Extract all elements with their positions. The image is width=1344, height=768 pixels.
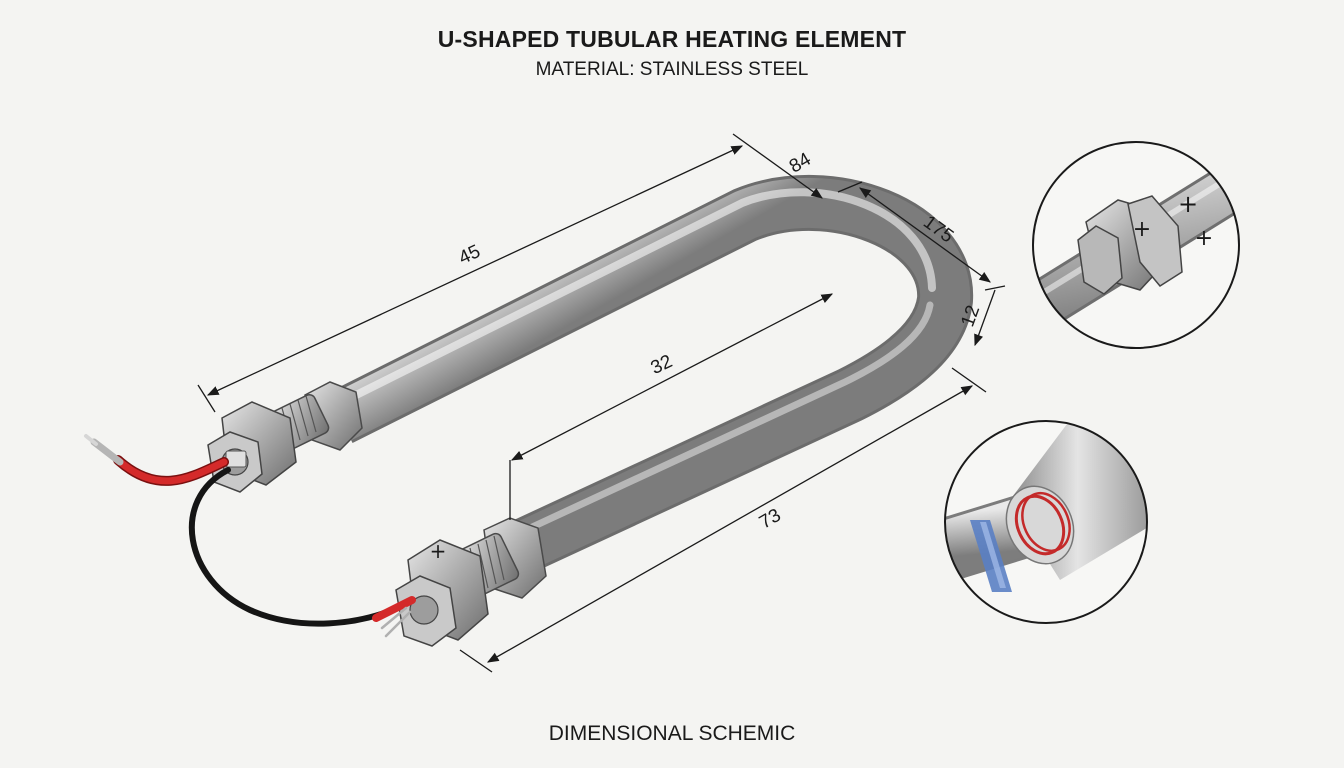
dim-label-bend-width: 84 <box>786 149 815 178</box>
dim-label-lower-leg: 73 <box>756 505 785 534</box>
u-shaped-tube <box>327 174 974 574</box>
diagram-subtitle: MATERIAL: STAINLESS STEEL <box>535 59 809 80</box>
detail-view-seal-rings <box>944 420 1148 624</box>
lower-terminal-fitting: + <box>395 517 547 647</box>
detail-sign-nut: + <box>1133 217 1151 242</box>
diagram-title: U-SHAPED TUBULAR HEATING ELEMENT <box>437 26 907 52</box>
detail-sign-upper: + <box>1178 190 1198 218</box>
detail-sign-lower: + <box>1195 226 1213 251</box>
lead-wires <box>84 434 416 638</box>
terminal-polarity-mark: + <box>430 539 447 563</box>
dim-label-leg-spacing: 32 <box>648 351 676 379</box>
upper-terminal-fitting <box>207 381 363 493</box>
dim-label-upper-leg: 45 <box>456 241 484 269</box>
dimension-lines <box>197 133 1006 673</box>
diagram-footer-label: DIMENSIONAL SCHEMIC <box>548 722 796 745</box>
detail-view-terminal-nut: + + + <box>1032 141 1240 349</box>
